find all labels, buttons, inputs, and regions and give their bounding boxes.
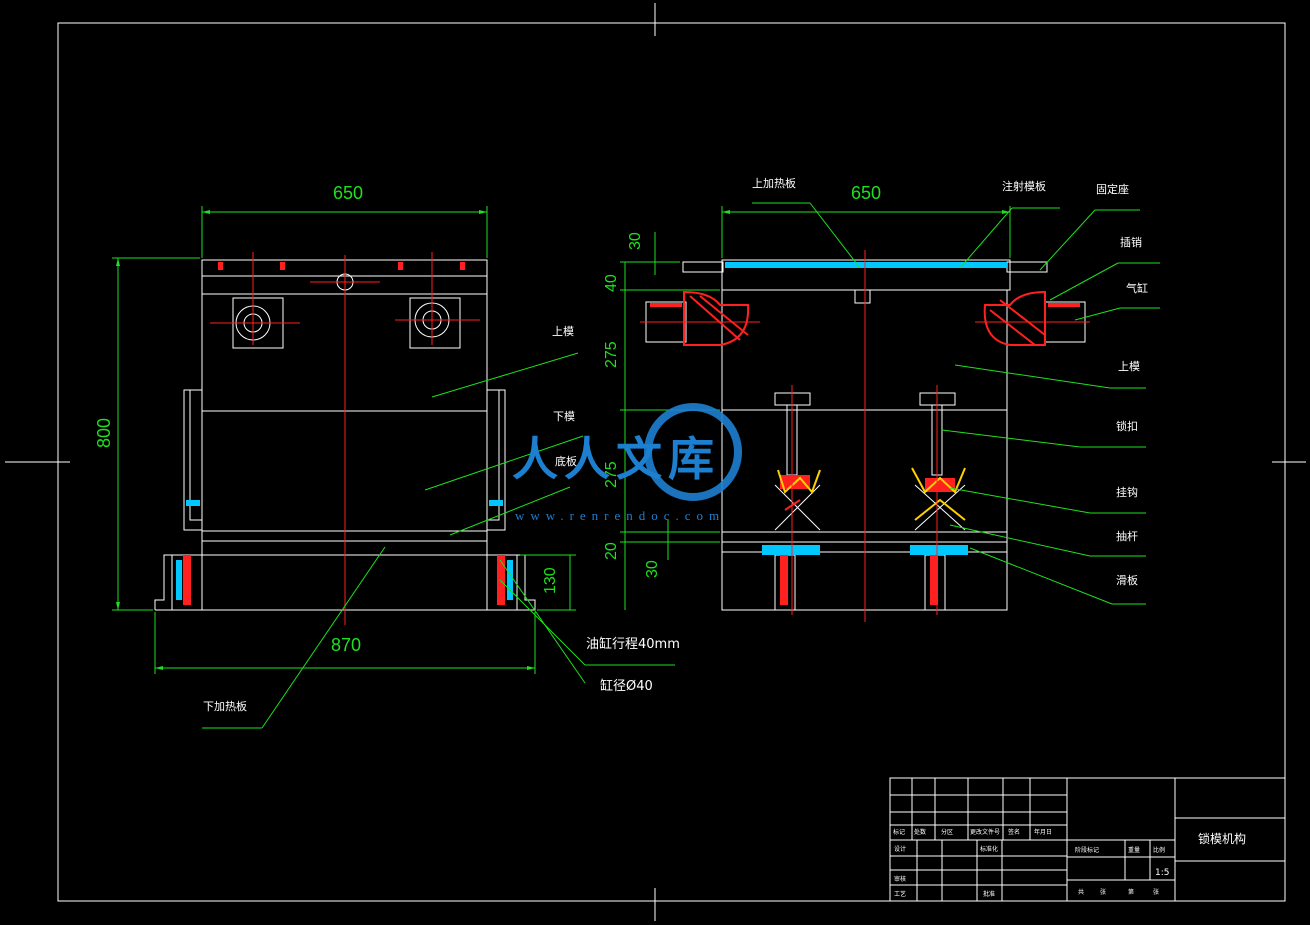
right-label-upper-heater: 上加热板 xyxy=(752,176,796,190)
right-dim-30-bottom: 30 xyxy=(644,560,661,578)
right-label-injection: 注射模板 xyxy=(1002,179,1046,193)
right-label-fixed-seat: 固定座 xyxy=(1096,182,1129,196)
left-label-upper-die: 上模 xyxy=(552,325,574,338)
tb-stage: 阶段标记 xyxy=(1075,846,1099,854)
tb-standard: 标准化 xyxy=(980,845,998,853)
tb-design: 设计 xyxy=(894,845,906,853)
left-label-lower-die: 下模 xyxy=(553,410,575,423)
left-dim-base-height: 130 xyxy=(542,567,559,594)
sheet-border xyxy=(5,3,1306,921)
right-view: 650 30 40 275 275 20 30 上加热板 注射模板 固定座 插销… xyxy=(603,176,1160,622)
tb-approve: 批准 xyxy=(983,890,995,898)
tb-review: 审核 xyxy=(894,875,906,883)
right-label-upper-die: 上模 xyxy=(1118,360,1140,373)
tb-sign: 签名 xyxy=(1008,828,1020,836)
left-view: 650 800 870 130 上模 下模 底板 下加热板 油缸行程40mm 缸… xyxy=(94,183,680,729)
left-dim-width-top: 650 xyxy=(333,183,363,203)
left-label-lower-plate: 下加热板 xyxy=(203,699,247,713)
watermark: 人人文库 www.renrendoc.com xyxy=(512,403,742,523)
left-label-bore: 缸径Ø40 xyxy=(600,678,653,694)
right-label-hook: 挂钩 xyxy=(1116,485,1138,499)
tb-change-doc: 更改文件号 xyxy=(970,828,1000,836)
tb-sheet: 张 xyxy=(1100,888,1106,896)
right-dim-width-top: 650 xyxy=(851,183,881,203)
tb-count: 处数 xyxy=(914,828,926,836)
tb-mark: 标记 xyxy=(893,828,905,836)
right-dim-275-a: 275 xyxy=(603,341,620,368)
right-dim-275-b: 275 xyxy=(603,461,620,488)
right-dim-40: 40 xyxy=(603,274,620,292)
tb-drawing-name: 锁模机构 xyxy=(1198,831,1246,846)
tb-page: 第 xyxy=(1128,888,1134,896)
right-label-cylinder: 气缸 xyxy=(1126,281,1148,295)
tb-weight: 重量 xyxy=(1128,846,1140,854)
right-label-pin: 插销 xyxy=(1120,235,1142,249)
watermark-text: 人人文库 xyxy=(512,432,720,486)
tb-date: 年月日 xyxy=(1034,828,1052,836)
right-dim-30-top: 30 xyxy=(627,232,644,250)
right-label-latch: 抽杆 xyxy=(1116,529,1138,543)
tb-sheets: 共 xyxy=(1078,888,1084,896)
tb-scale: 1:5 xyxy=(1155,868,1169,878)
tb-process: 工艺 xyxy=(894,890,906,898)
right-label-slide: 滑板 xyxy=(1116,573,1138,587)
tb-zone: 分区 xyxy=(941,828,953,836)
tb-ratio: 比例 xyxy=(1153,846,1165,854)
right-label-lock-arm: 锁扣 xyxy=(1116,419,1138,433)
left-dim-height: 800 xyxy=(94,418,114,448)
right-dim-20: 20 xyxy=(603,542,620,560)
title-block: 标记 处数 分区 更改文件号 签名 年月日 设计 标准化 审核 工艺 批准 阶段… xyxy=(889,777,1286,902)
watermark-url: www.renrendoc.com xyxy=(515,508,725,523)
tb-page2: 张 xyxy=(1153,888,1159,896)
left-label-base: 底板 xyxy=(555,454,577,468)
left-dim-width-bottom: 870 xyxy=(331,635,361,655)
left-label-stroke: 油缸行程40mm xyxy=(586,636,680,652)
